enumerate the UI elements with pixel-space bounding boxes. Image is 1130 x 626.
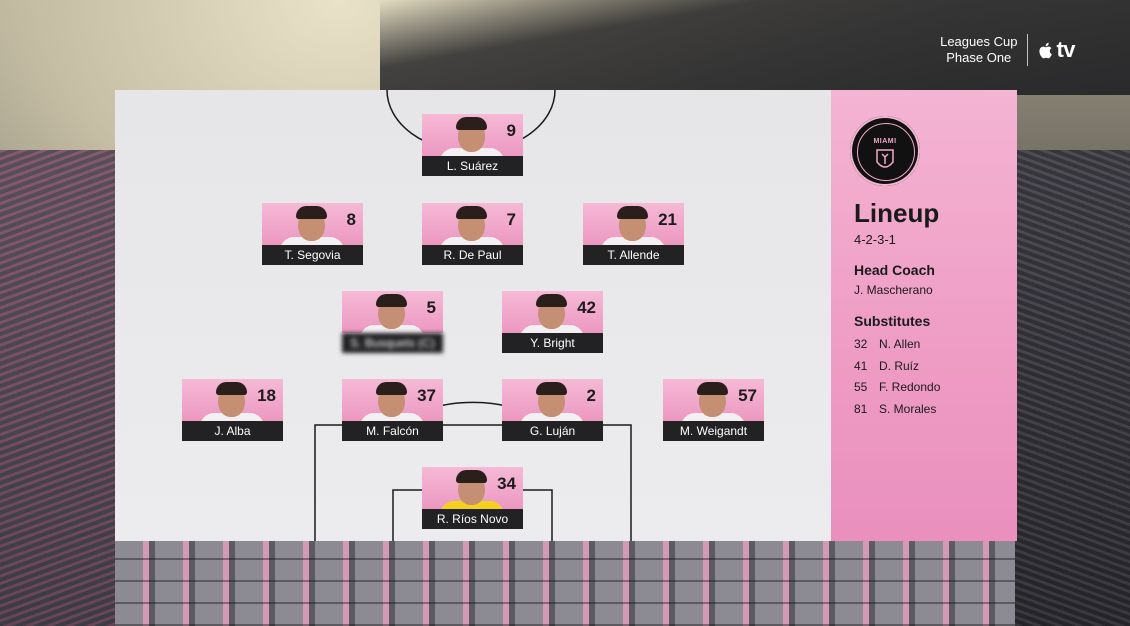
player-number: 37 <box>417 386 436 405</box>
substitute-row: 55 F. Redondo <box>854 377 940 399</box>
substitute-name: S. Morales <box>879 401 937 416</box>
competition-line-1: Leagues Cup <box>940 34 1018 49</box>
substitute-name: F. Redondo <box>879 380 941 394</box>
player-card: 34 R. Ríos Novo <box>422 467 523 529</box>
panel-title: Lineup <box>854 198 940 228</box>
player-name: L. Suárez <box>422 156 523 176</box>
player-photo: 57 <box>663 379 764 421</box>
player-number: 57 <box>738 386 757 405</box>
lineup-info-panel: MIAMI Lineup 4-2-3-1 Head Coach J. Masch… <box>831 90 1017 541</box>
player-card: 7 R. De Paul <box>422 203 523 265</box>
player-photo: 37 <box>342 379 443 421</box>
substitute-row: 32 N. Allen <box>854 334 940 356</box>
player-number: 7 <box>506 210 516 229</box>
substitute-row: 81 S. Morales <box>854 399 940 421</box>
head-coach-name: J. Mascherano <box>854 283 933 297</box>
player-number: 42 <box>577 298 596 317</box>
player-number: 8 <box>346 210 356 229</box>
player-card: 57 M. Weigandt <box>663 379 764 441</box>
player-card: 42 Y. Bright <box>502 291 603 353</box>
player-photo: 18 <box>182 379 283 421</box>
player-name: M. Falcón <box>342 421 443 441</box>
player-photo: 42 <box>502 291 603 333</box>
player-name: J. Alba <box>182 421 283 441</box>
bug-divider <box>1027 34 1029 66</box>
player-number: 34 <box>497 474 516 493</box>
player-card: 21 T. Allende <box>583 203 684 265</box>
player-photo: 7 <box>422 203 523 245</box>
crest-text: MIAMI <box>873 138 897 145</box>
competition-label: Leagues Cup Phase One <box>940 34 1017 66</box>
player-name: G. Luján <box>502 421 603 441</box>
player-photo: 34 <box>422 467 523 509</box>
substitute-number: 41 <box>854 358 868 373</box>
player-number: 18 <box>257 386 276 405</box>
player-card: 18 J. Alba <box>182 379 283 441</box>
player-name: M. Weigandt <box>663 421 764 441</box>
substitute-name: N. Allen <box>879 337 921 351</box>
substitute-number: 81 <box>854 401 868 416</box>
club-crest-icon: MIAMI <box>850 116 920 186</box>
player-card: 37 M. Falcón <box>342 379 443 441</box>
stands-bottom <box>115 540 1015 626</box>
stands-right <box>1015 150 1130 626</box>
head-coach-label: Head Coach <box>854 262 935 278</box>
player-photo: 21 <box>583 203 684 245</box>
substitute-name: D. Ruíz <box>879 358 920 373</box>
broadcast-bug: Leagues Cup Phase One tv <box>940 34 1075 66</box>
network-name: tv <box>1056 37 1075 62</box>
substitutes-list: 32 N. Allen 41 D. Ruíz 55 F. Redondo 81 … <box>854 334 940 420</box>
substitutes-label: Substitutes <box>854 313 931 329</box>
competition-line-2: Phase One <box>946 50 1012 65</box>
player-name: Y. Bright <box>502 333 603 353</box>
substitute-number: 55 <box>854 380 868 394</box>
player-card: 2 G. Luján <box>502 379 603 441</box>
apple-icon <box>1039 42 1053 58</box>
player-name: R. Ríos Novo <box>422 509 523 529</box>
player-photo: 9 <box>422 114 523 156</box>
player-photo: 2 <box>502 379 603 421</box>
substitute-row: 41 D. Ruíz <box>854 356 940 378</box>
formation: 4-2-3-1 <box>854 232 896 247</box>
substitute-number: 32 <box>854 337 868 351</box>
player-name: R. De Paul <box>422 245 523 265</box>
stadium-roof <box>380 0 1130 95</box>
heron-icon <box>876 149 894 168</box>
player-number: 5 <box>426 298 436 317</box>
network-logo: tv <box>1038 37 1075 63</box>
player-number: 2 <box>586 386 596 405</box>
player-card: 8 T. Segovia <box>262 203 363 265</box>
player-number: 21 <box>658 210 677 229</box>
player-photo: 8 <box>262 203 363 245</box>
player-card: 5 S. Busquets (C) <box>342 291 443 353</box>
player-card: 9 L. Suárez <box>422 114 523 176</box>
player-number: 9 <box>506 121 516 140</box>
stands-left <box>0 150 115 626</box>
player-name: T. Segovia <box>262 245 363 265</box>
player-name: T. Allende <box>583 245 684 265</box>
player-photo: 5 <box>342 291 443 333</box>
player-name: S. Busquets (C) <box>342 333 443 353</box>
